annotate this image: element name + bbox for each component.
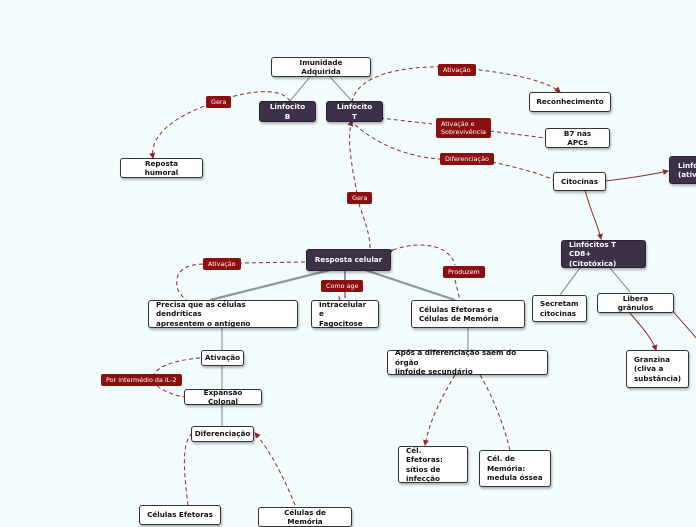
link-citocinas-cd8 <box>584 189 603 240</box>
tag-produzem: Produzem <box>443 266 485 278</box>
link-imunidade-b <box>289 76 311 102</box>
link-dif-efetoras <box>183 432 193 506</box>
link-libera-granzina <box>629 312 658 351</box>
intracelular-fagocitose-node[interactable]: Intracelular e Fagocitose <box>311 300 379 328</box>
link-cd8-libera <box>609 267 631 293</box>
citocinas-node[interactable]: Citocinas <box>553 172 606 191</box>
link-resposta-produzem <box>387 244 456 266</box>
apos-diferenciacao-node[interactable]: Após a diferenciação saem do órgão linfo… <box>387 348 548 376</box>
precisa-dendriticas-node[interactable]: Precisa que as células dendríticas apres… <box>148 300 298 328</box>
linfocito-t-node[interactable]: Linfócito T <box>326 101 383 122</box>
b7-apcs-node[interactable]: B7 nas APCs <box>545 128 610 148</box>
tag-por-intermedio: Por intermédio da IL-2 <box>101 374 182 386</box>
linfocito-ativado-node[interactable]: Linfó (ativ <box>669 156 696 184</box>
tag-ativacao-sobrevivencia: Ativação e Sobrevivência <box>436 118 491 138</box>
link-t-b7 <box>379 117 546 139</box>
celulas-memoria-node[interactable]: Células de Memória <box>258 507 352 527</box>
celulas-efetoras-memoria-node[interactable]: Células Efetoras e Células de Memória <box>411 300 525 328</box>
tag-ativacao-left: Ativação <box>203 258 241 270</box>
link-resposta-precisa <box>209 268 331 302</box>
ativacao-node[interactable]: Ativação <box>201 350 244 366</box>
link-imunidade-t <box>329 76 353 102</box>
expansao-colonal-node[interactable]: Expansão Colonal <box>184 388 262 406</box>
tag-gera-left: Gera <box>206 96 232 108</box>
link-cd8-secretam <box>559 267 581 296</box>
link-t-citocinas <box>349 119 554 181</box>
link-apos-sitios <box>423 374 456 446</box>
cel-efetoras-sitios-node[interactable]: Cél. Efetoras: sítios de infecção <box>398 446 468 483</box>
tag-como-age: Como age <box>321 280 364 292</box>
link-resposta-ativacao <box>176 261 306 310</box>
resposta-celular-node[interactable]: Resposta celular <box>306 249 391 271</box>
link-citocinas-linfocito <box>604 169 669 182</box>
diferenciacao-node[interactable]: Diferenciação <box>191 426 254 442</box>
cel-memoria-medula-node[interactable]: Cél. de Memória: medula óssea <box>479 450 551 487</box>
link-efetoras-produzem <box>454 279 461 301</box>
reposta-humoral-node[interactable]: Reposta humoral <box>120 158 203 178</box>
imunidade-adquirida-node[interactable]: Imunidade Adquirida <box>271 57 371 77</box>
tag-ativacao-top: Ativação <box>438 64 476 76</box>
granzina-node[interactable]: Granzina (cliva a substância) <box>626 350 689 388</box>
link-dif-memoria <box>254 432 296 506</box>
link-t-resposta <box>347 120 371 249</box>
celulas-efetoras-node[interactable]: Células Efetoras <box>139 505 221 525</box>
linfocitos-cd8-node[interactable]: Linfócitos T CD8+ (Citotóxica) <box>561 240 646 268</box>
reconhecimento-node[interactable]: Reconhecimento <box>529 92 611 112</box>
link-libera-right <box>671 309 696 339</box>
link-apos-memoria <box>479 374 511 451</box>
tag-diferenciacao: Diferenciação <box>440 153 494 165</box>
linfocito-b-node[interactable]: Linfocito B <box>259 101 316 122</box>
libera-granulos-node[interactable]: Libera grânulos <box>597 293 674 313</box>
link-intracelular-comoage <box>337 293 341 301</box>
link-il2 <box>152 357 201 398</box>
secretam-citocinas-node[interactable]: Secretam citocinas <box>532 295 587 322</box>
link-t-reconhecimento <box>351 66 561 103</box>
link-resposta-efetoras <box>364 268 456 302</box>
tag-gera-mid: Gera <box>347 192 373 204</box>
